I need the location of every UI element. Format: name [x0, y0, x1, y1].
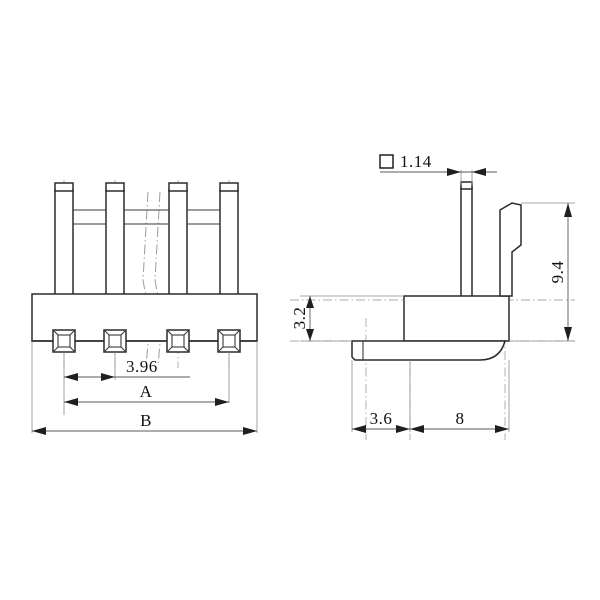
terminal-4-inner — [222, 334, 236, 348]
front-pin-3 — [168, 182, 188, 296]
terminal-3-chamfer-bl — [166, 346, 173, 353]
foot-arrow-left — [352, 425, 366, 433]
dimension-span-a: A — [64, 382, 229, 406]
b-arrow-left — [32, 427, 46, 435]
front-pin-2 — [105, 182, 125, 296]
seat-value-label: 3.2 — [290, 307, 309, 330]
terminal-3 — [166, 329, 190, 353]
sq-arrow-right — [472, 168, 486, 176]
terminal-1-chamfer-tl — [52, 329, 59, 336]
pin-3-shaft — [168, 189, 188, 296]
pin-3-tip — [168, 182, 188, 192]
foot-profile — [351, 340, 506, 361]
terminal-3-chamfer-br — [183, 346, 190, 353]
height-value-label: 9.4 — [548, 261, 567, 284]
terminal-4-chamfer-tr — [234, 329, 241, 336]
b-value-label: B — [140, 411, 152, 430]
depth-arrow-left — [410, 425, 424, 433]
terminal-1-inner — [57, 334, 71, 348]
terminal-4-chamfer-tl — [217, 329, 224, 336]
front-view-extension-lines — [31, 341, 258, 433]
terminal-3-inner — [171, 334, 185, 348]
dimension-pitch-3-96: 3.96 — [64, 357, 190, 381]
dimension-seat-3-2: 3.2 — [290, 296, 314, 341]
dimension-foot-3-6: 3.6 — [352, 409, 410, 433]
terminal-2-chamfer-tr — [120, 329, 127, 336]
terminal-2 — [103, 329, 127, 353]
b-arrow-right — [243, 427, 257, 435]
foot-arrow-right — [396, 425, 410, 433]
side-view-foot — [351, 340, 506, 361]
front-view-cross-rails — [72, 209, 221, 225]
terminal-2-inner — [108, 334, 122, 348]
depth-arrow-right — [495, 425, 509, 433]
side-view-extension-lines — [300, 170, 575, 432]
seat-arrow-top — [306, 296, 314, 308]
pitch-arrow-left — [64, 373, 78, 381]
seat-arrow-bottom — [306, 329, 314, 341]
dimension-pin-square-1-14: 1.14 — [379, 152, 497, 176]
side-pin-shaft — [460, 187, 473, 301]
pin-2-tip — [105, 182, 125, 192]
terminal-4 — [217, 329, 241, 353]
a-arrow-right — [215, 398, 229, 406]
pin-2-shaft — [105, 189, 125, 296]
housing-block — [403, 295, 510, 342]
dimension-height-9-4: 9.4 — [548, 203, 572, 341]
height-arrow-top — [564, 203, 572, 217]
terminal-1-chamfer-bl — [52, 346, 59, 353]
side-view-housing — [403, 295, 510, 342]
pitch-arrow-right — [101, 373, 115, 381]
square-symbol-icon — [379, 154, 394, 169]
a-value-label: A — [140, 382, 153, 401]
terminal-3-chamfer-tr — [183, 329, 190, 336]
dimension-span-b: B — [32, 411, 257, 435]
latch-hook-profile — [499, 202, 522, 297]
a-arrow-left — [64, 398, 78, 406]
front-pin-1 — [54, 182, 74, 296]
terminal-2-chamfer-bl — [103, 346, 110, 353]
terminal-2-chamfer-br — [120, 346, 127, 353]
side-view-latch — [499, 202, 522, 297]
pin-4-tip — [219, 182, 239, 192]
terminal-3-chamfer-tl — [166, 329, 173, 336]
pin-1-shaft — [54, 189, 74, 296]
front-pin-4 — [219, 182, 239, 296]
pin-4-shaft — [219, 189, 239, 296]
front-view-terminals — [52, 329, 241, 353]
side-pin-vertical — [460, 181, 473, 301]
pitch-value-label: 3.96 — [126, 357, 158, 376]
terminal-4-chamfer-bl — [217, 346, 224, 353]
side-pin-tip — [460, 181, 473, 190]
front-view: 3.96 A B — [31, 180, 258, 435]
side-view: 1.14 9.4 3.2 3.6 — [290, 152, 575, 440]
pin-square-value-label: 1.14 — [400, 152, 432, 171]
sq-arrow-left — [447, 168, 461, 176]
terminal-2-chamfer-tl — [103, 329, 110, 336]
depth-value-label: 8 — [456, 409, 465, 428]
terminal-1 — [52, 329, 76, 353]
foot-value-label: 3.6 — [370, 409, 393, 428]
terminal-1-chamfer-br — [69, 346, 76, 353]
pin-1-tip — [54, 182, 74, 192]
height-arrow-bottom — [564, 327, 572, 341]
terminal-4-chamfer-br — [234, 346, 241, 353]
terminal-1-chamfer-tr — [69, 329, 76, 336]
dimension-depth-8: 8 — [410, 409, 509, 433]
